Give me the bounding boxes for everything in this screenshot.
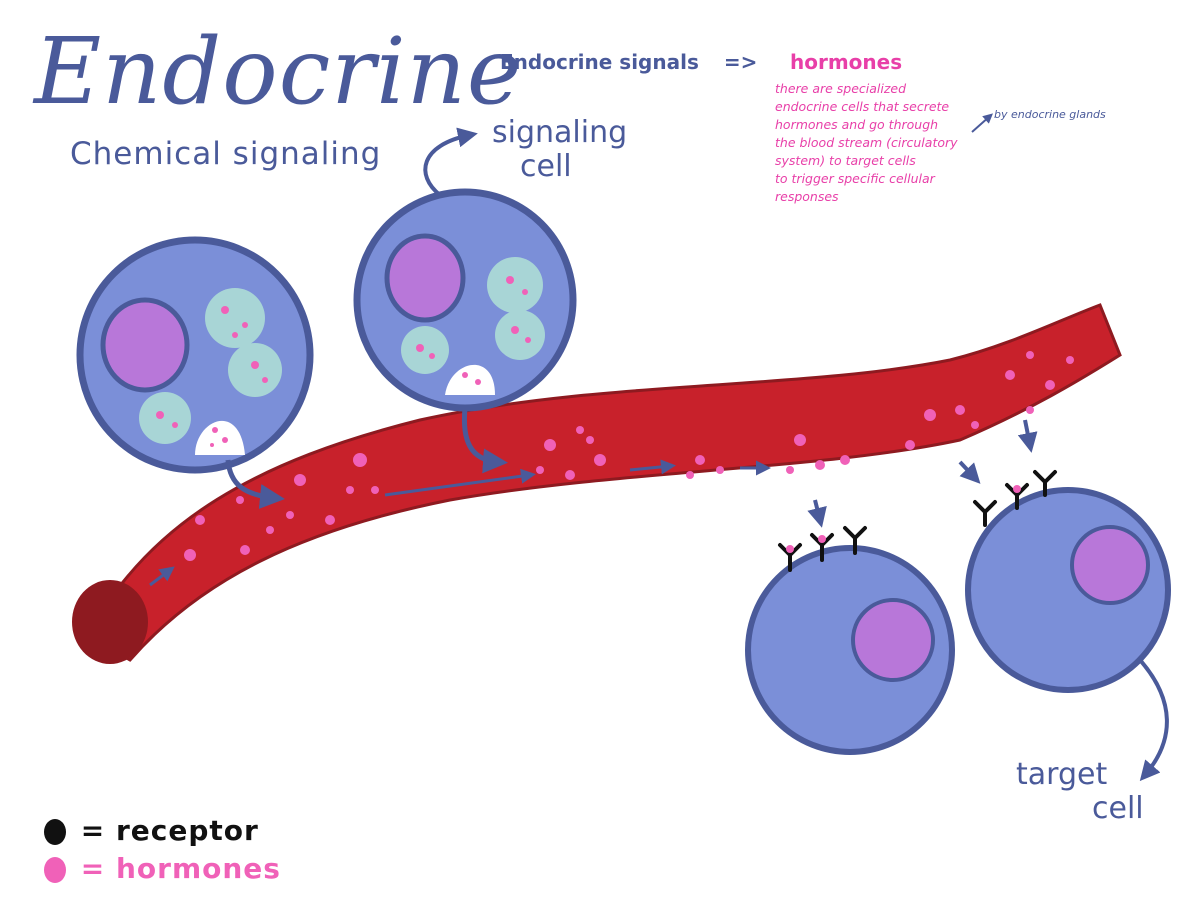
- endocrine-signals-label: Endocrine signals =>: [500, 50, 758, 74]
- implies-arrow: =>: [723, 50, 758, 74]
- target-cell-label: target cell: [1016, 757, 1144, 826]
- hormones-heading: hormones: [790, 50, 903, 74]
- note-line: the blood stream (circulatory: [775, 135, 958, 150]
- signaling-cell-pointer: [423, 127, 478, 197]
- note-line: to trigger specific cellular: [775, 171, 935, 186]
- note-line: responses: [775, 189, 839, 204]
- target-cell-right: [965, 487, 1171, 693]
- note-arrow: [971, 113, 993, 133]
- note-line: system) to target cells: [775, 153, 916, 168]
- release-arrows: [225, 407, 508, 509]
- page-subtitle: Chemical signaling: [70, 136, 382, 172]
- blood-vessel: [72, 303, 1122, 664]
- delivery-arrows: [807, 419, 1038, 528]
- bound-hormones: [786, 485, 1021, 553]
- signaling-cell-left: [76, 236, 314, 474]
- note-line: endocrine cells that secrete: [775, 99, 950, 114]
- legend-hormones: = hormones: [44, 852, 281, 885]
- receptor-dot-icon: [44, 819, 66, 845]
- hormones-in-vessel: [184, 351, 1074, 561]
- page-title: Endocrine: [34, 18, 523, 125]
- flow-arrows: [149, 459, 771, 587]
- endocrine-glands-note: by endocrine glands: [994, 108, 1106, 121]
- hormone-dot-icon: [44, 857, 66, 883]
- signaling-cell-label: signaling cell: [492, 115, 628, 184]
- target-cell-pointer: [1138, 658, 1169, 782]
- receptors: [778, 470, 1057, 572]
- note-line: hormones and go through: [775, 117, 939, 132]
- note-line: there are specialized: [775, 81, 907, 96]
- target-cell-left: [745, 545, 955, 755]
- hormone-description: there are specialized endocrine cells th…: [775, 80, 1015, 206]
- legend-receptor: = receptor: [44, 814, 259, 847]
- vessel-opening: [72, 580, 148, 664]
- signaling-cell-right: [353, 188, 577, 412]
